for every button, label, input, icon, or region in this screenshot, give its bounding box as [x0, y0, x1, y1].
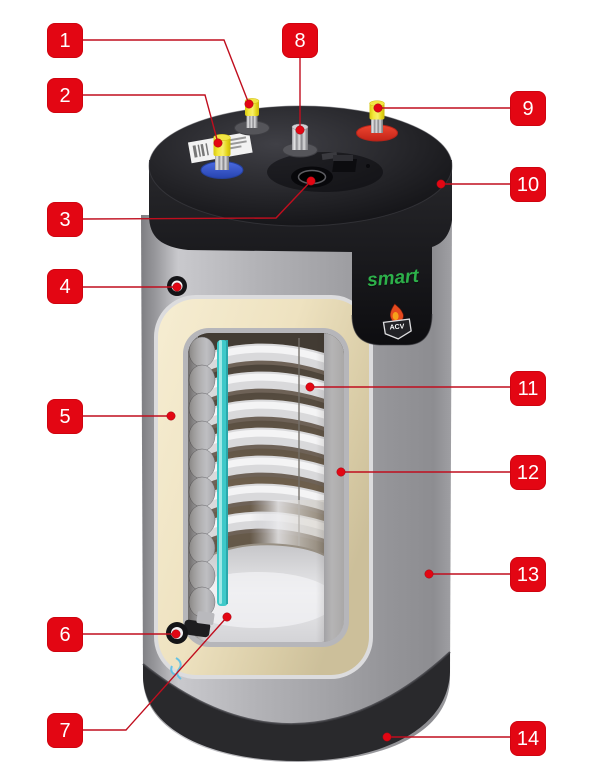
acv-logo-badge: [382, 303, 412, 340]
callout-label: 3: [59, 208, 71, 231]
callout-box-3: 3: [47, 202, 83, 237]
callout-lines: [82, 39, 510, 738]
shield-icon: [382, 318, 412, 340]
hot-water-fitting-red: [356, 100, 398, 142]
leader-line-2: [83, 94, 219, 144]
callout-box-1: 1: [47, 23, 83, 58]
callout-label: 9: [522, 97, 534, 120]
callout-box-5: 5: [47, 399, 83, 434]
base-ring: [143, 652, 450, 761]
callout-label: 8: [294, 29, 306, 52]
callout-label: 1: [59, 29, 71, 52]
cable-clip: [321, 151, 370, 172]
leader-line-7: [83, 616, 228, 731]
callout-label: 4: [59, 275, 71, 298]
callout-label: 12: [516, 461, 540, 484]
callout-box-14: 14: [510, 721, 546, 756]
callout-box-8: 8: [282, 23, 318, 58]
cold-water-fitting-blue: [200, 134, 244, 179]
callout-box-9: 9: [510, 91, 546, 126]
callout-box-10: 10: [510, 167, 546, 202]
callout-box-11: 11: [510, 371, 546, 406]
callout-label: 7: [59, 719, 71, 742]
logo-tab-edge: [351, 313, 433, 346]
callout-box-4: 4: [47, 269, 83, 304]
callout-dots: [166, 99, 446, 742]
leader-line-1: [83, 39, 250, 105]
callout-label: 10: [516, 173, 540, 196]
callout-label: 5: [59, 405, 71, 428]
callout-box-12: 12: [510, 455, 546, 490]
callout-label: 2: [59, 84, 71, 107]
callout-box-13: 13: [510, 557, 546, 592]
center-fitting-metal: [282, 123, 318, 158]
leader-line-3: [82, 180, 312, 220]
callout-box-6: 6: [47, 617, 83, 652]
callout-label: 6: [59, 623, 71, 646]
callout-label: 13: [516, 563, 540, 586]
callout-label: 11: [517, 377, 539, 400]
callout-box-7: 7: [47, 713, 83, 748]
callout-box-2: 2: [47, 78, 83, 113]
callout-label: 14: [516, 727, 540, 750]
